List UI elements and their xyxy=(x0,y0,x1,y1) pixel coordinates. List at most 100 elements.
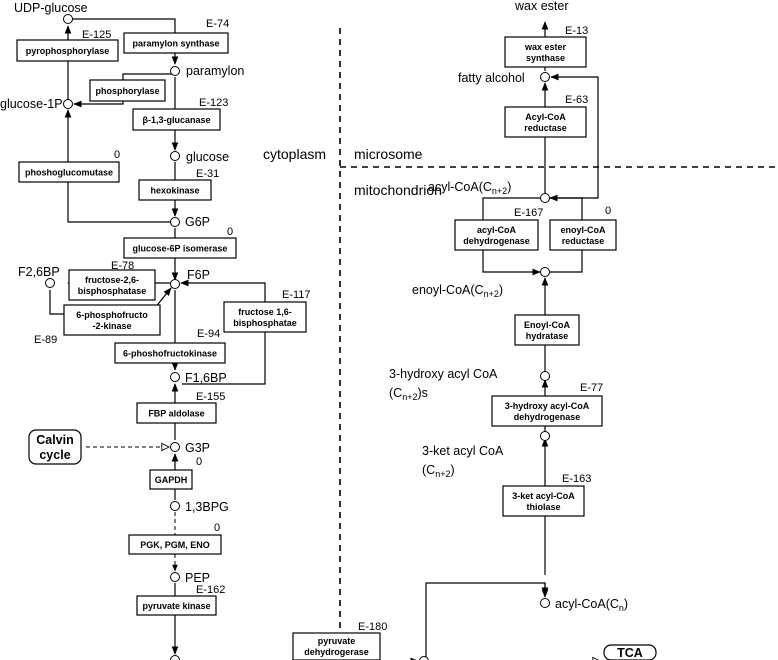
enzyme-hydroxyacyl-dh-label-2: dehydrogenase xyxy=(514,412,581,422)
enzyme-pyrophosphorylase xyxy=(16,39,119,62)
enzyme-hexokinase-label: hexokinase xyxy=(150,186,199,196)
value-pgk-pgm-eno: 0 xyxy=(214,522,220,534)
value-hydroxyacyl-dh: E-77 xyxy=(580,382,603,394)
enzyme-g6p-isomerase-label: glucose-6P isomerase xyxy=(133,244,228,254)
node-g3p xyxy=(170,442,180,452)
enzyme-fbp-aldolase-label: FBP aldolase xyxy=(148,409,204,419)
enzyme-acyl-coa-reductase xyxy=(504,106,587,138)
calvin-cycle-label-1: Calvin xyxy=(36,433,74,447)
node-hydroxyacyl-coa xyxy=(540,371,550,381)
enzyme-enoyl-coa-reductase-label-1: enoyl-CoA xyxy=(561,225,607,235)
enzyme-wax-synthase-label-2: synthase xyxy=(526,53,565,63)
enzyme-pfk2 xyxy=(63,304,161,336)
node-g6p xyxy=(170,217,180,227)
edge-acetylcoa-cycle xyxy=(425,582,549,660)
value-pyrophosphorylase: E-125 xyxy=(82,29,111,41)
enzyme-pyruvate-dehydrogenase xyxy=(292,632,381,660)
enzyme-f26bpase-label-1: fructose-2,6- xyxy=(85,275,139,285)
value-hexokinase: E-31 xyxy=(196,168,219,180)
value-wax-synthase: E-13 xyxy=(565,25,588,37)
value-enoyl-coa-reductase: 0 xyxy=(605,205,611,217)
value-pfk: E-94 xyxy=(197,328,220,340)
enzyme-acyl-coa-dehydrogenase xyxy=(454,219,539,251)
enzyme-g6p-isomerase xyxy=(123,237,237,259)
label-acyl-coa-n: acyl-CoA(Cn) xyxy=(555,597,628,613)
label-hydroxyacyl-coa-2: (Cn+2)s xyxy=(389,386,428,402)
enzyme-beta-glucanase xyxy=(132,108,221,131)
value-pdh: E-180 xyxy=(358,621,387,633)
value-f26bpase: E-78 xyxy=(111,260,134,272)
enzyme-enoyl-coa-hydratase xyxy=(514,314,580,346)
enzyme-ketoacyl-coa-thiolase xyxy=(502,485,585,517)
value-ketoacyl-thiolase: E-163 xyxy=(562,473,591,485)
node-acyl-coa-n xyxy=(540,598,550,608)
enzyme-f26bpase-label-2: bisphosphatase xyxy=(78,286,147,296)
enzyme-phosphoglucomutase xyxy=(18,161,120,183)
enzyme-enoyl-coa-hydratase-label-2: hydratase xyxy=(526,331,569,341)
enzyme-ketoacyl-thiolase-label-2: thiolase xyxy=(526,502,560,512)
node-glucose-1p xyxy=(63,99,73,109)
enzyme-pdh-label-1: pyruvate xyxy=(318,636,356,646)
enzyme-acyl-coa-dh-label-1: acyl-CoA xyxy=(477,225,517,235)
enzyme-enoyl-coa-reductase-label-2: reductase xyxy=(562,236,605,246)
label-udp-glucose: UDP-glucose xyxy=(14,1,88,15)
region-microsome: microsome xyxy=(354,146,423,162)
enzyme-f16bpase-label-2: bisphosphatae xyxy=(233,318,297,328)
node-f16bp xyxy=(170,372,180,382)
tca-cycle-label-1: TCA xyxy=(617,646,643,660)
enzyme-pyruvate-kinase xyxy=(136,595,217,616)
label-f6p: F6P xyxy=(187,268,210,282)
label-wax-ester: wax ester xyxy=(514,0,569,13)
node-enoyl-coa xyxy=(540,267,550,277)
value-fbp-aldolase: E-155 xyxy=(196,391,225,403)
enzyme-f26bpase xyxy=(68,269,156,301)
label-paramylon: paramylon xyxy=(186,64,244,78)
enzyme-paramylon-synthase-label: paramylon synthase xyxy=(132,39,219,49)
enzyme-pyruvate-kinase-label: pyruvate kinase xyxy=(142,601,210,611)
enzyme-phosphorylase-label: phosphorylase xyxy=(95,86,159,96)
node-udp-glucose xyxy=(63,14,73,24)
enzyme-acyl-coa-dh-label-2: dehydrogenase xyxy=(463,236,530,246)
enzyme-enoyl-coa-reductase xyxy=(549,219,617,251)
node-13bpg xyxy=(170,501,180,511)
label-g6p: G6P xyxy=(185,215,210,229)
node-acyl-coa-n2 xyxy=(540,193,550,203)
enzyme-pfk2-label-1: 6-phosphofructo xyxy=(76,310,148,320)
label-glucose: glucose xyxy=(186,150,229,164)
label-acyl-coa-n2: acyl-CoA(Cn+2) xyxy=(428,180,511,196)
enzyme-acyl-coa-reductase-label-1: Acyl-CoA xyxy=(525,112,566,122)
node-pyruvic-acid xyxy=(170,655,180,660)
label-f26bp: F2,6BP xyxy=(18,265,60,279)
enzyme-acyl-coa-reductase-label-2: reductase xyxy=(524,123,567,133)
enzyme-gapdh xyxy=(149,469,193,490)
enzyme-wax-synthase-label-1: wax ester xyxy=(524,42,567,52)
label-fatty-alcohol: fatty alcohol xyxy=(458,71,525,85)
label-g3p: G3P xyxy=(185,441,210,455)
enzyme-hydroxyacyl-coa-dehydrogenase xyxy=(491,395,603,427)
node-pep xyxy=(170,572,180,582)
node-ketacyl-coa xyxy=(540,431,550,441)
node-f6p xyxy=(170,279,180,289)
enzyme-phosphorylase xyxy=(89,79,166,102)
label-13bpg: 1,3BPG xyxy=(185,500,229,514)
value-pfk2: E-89 xyxy=(34,334,57,346)
enzyme-pfk-label: 6-phoshofructokinase xyxy=(123,349,217,359)
enzyme-pgk-pgm-eno-label: PGK, PGM, ENO xyxy=(140,540,210,550)
enzyme-hydroxyacyl-dh-label-1: 3-hydroxy acyl-CoA xyxy=(505,401,590,411)
enzyme-pfk2-label-2: -2-kinase xyxy=(92,321,131,331)
enzyme-phosphoglucomutase-label: phoshoglucomutase xyxy=(25,168,113,178)
enzyme-beta-glucanase-label: β-1,3-glucanase xyxy=(142,115,210,125)
node-paramylon xyxy=(170,66,180,76)
tca-cycle-box xyxy=(603,644,657,660)
enzyme-hexokinase xyxy=(138,179,212,201)
label-hydroxyacyl-coa-1: 3-hydroxy acyl CoA xyxy=(389,367,498,381)
edge-f16bp-f6p xyxy=(180,279,266,385)
calvin-cycle-box xyxy=(28,429,82,465)
edge-acylcoa-microsome-loop xyxy=(550,73,599,199)
calvin-cycle-label-2: cycle xyxy=(39,448,70,462)
enzyme-pfk xyxy=(114,342,226,364)
node-fatty-alcohol xyxy=(540,72,550,82)
enzyme-wax-ester-synthase xyxy=(504,36,587,68)
enzyme-fbp-aldolase xyxy=(136,402,217,424)
